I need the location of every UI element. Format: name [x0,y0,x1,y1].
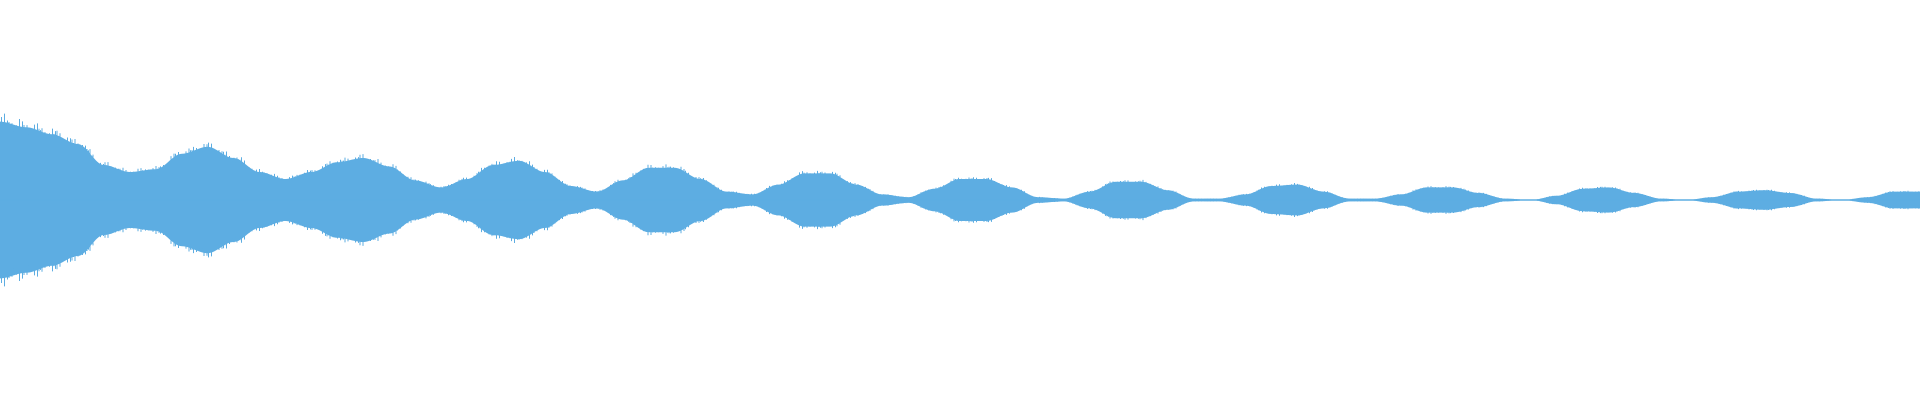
waveform-group [0,113,1920,287]
